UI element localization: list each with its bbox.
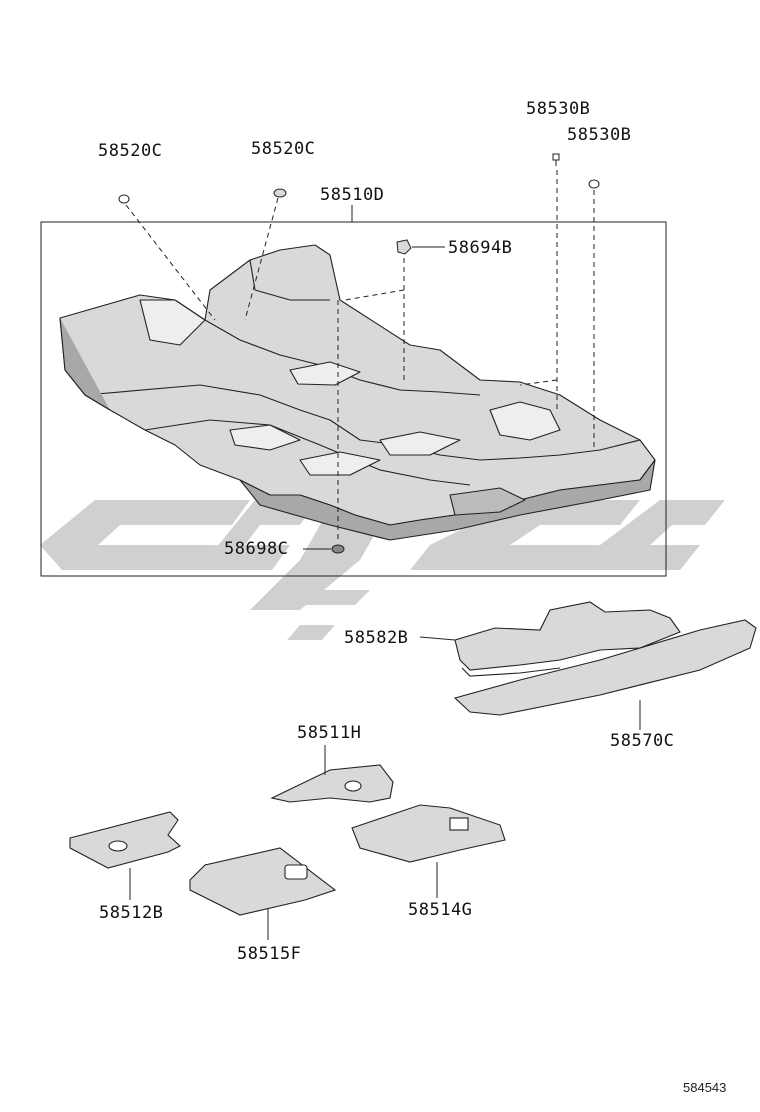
clip-58698C-icon <box>331 544 345 554</box>
label-58511H: 58511H <box>297 723 362 743</box>
clip-58694B-icon <box>396 239 412 255</box>
carpet-frame <box>40 221 667 577</box>
pad-58512B <box>69 811 181 869</box>
label-58698C: 58698C <box>224 539 289 559</box>
clip-58520C-left-icon <box>118 194 130 204</box>
label-58520C-right: 58520C <box>251 139 316 159</box>
screw-58530B-top-icon <box>552 153 560 166</box>
label-58512B: 58512B <box>99 903 164 923</box>
label-58570C: 58570C <box>610 731 675 751</box>
pad-58515F <box>189 847 337 916</box>
dashed-leaders <box>125 170 595 540</box>
leader-58582B <box>419 636 456 641</box>
trim-58570C <box>453 619 757 716</box>
label-58514G: 58514G <box>408 900 473 920</box>
screw-58530B-lower-icon <box>588 179 600 189</box>
mat-58582B <box>454 601 681 677</box>
label-58510D: 58510D <box>320 185 385 205</box>
clip-58520C-right-icon <box>273 188 287 198</box>
pad-58511H <box>270 764 394 803</box>
label-58530B-top: 58530B <box>526 99 591 119</box>
pad-58514G <box>351 804 506 863</box>
label-58582B: 58582B <box>344 628 409 648</box>
label-58515F: 58515F <box>237 944 302 964</box>
label-58530B-lower: 58530B <box>567 125 632 145</box>
label-58520C-left: 58520C <box>98 141 163 161</box>
label-58694B: 58694B <box>448 238 513 258</box>
floor-carpet-58510D <box>59 244 656 541</box>
diagram-id: 584543 <box>683 1080 727 1095</box>
